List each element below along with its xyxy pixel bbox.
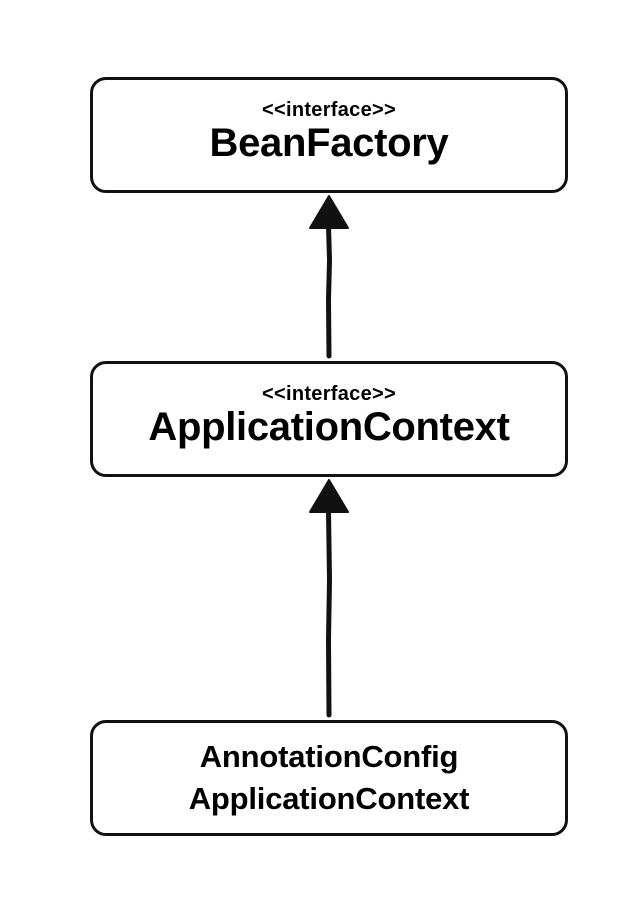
annotationconfigapplicationcontext-node: AnnotationConfig ApplicationContext	[90, 720, 568, 836]
beanfactory-node: <<interface>> BeanFactory	[90, 77, 568, 193]
beanfactory-name: BeanFactory	[209, 121, 449, 165]
annotationconfig-name-line1: AnnotationConfig	[199, 739, 459, 774]
arrow-applicationcontext-to-beanfactory	[309, 195, 349, 359]
applicationcontext-stereotype: <<interface>>	[262, 383, 396, 405]
beanfactory-stereotype: <<interface>>	[262, 99, 396, 121]
applicationcontext-node: <<interface>> ApplicationContext	[90, 361, 568, 477]
annotationconfig-name-line2: ApplicationContext	[188, 781, 470, 816]
arrow-annotationconfig-to-applicationcontext	[309, 479, 349, 718]
applicationcontext-name: ApplicationContext	[148, 405, 510, 449]
